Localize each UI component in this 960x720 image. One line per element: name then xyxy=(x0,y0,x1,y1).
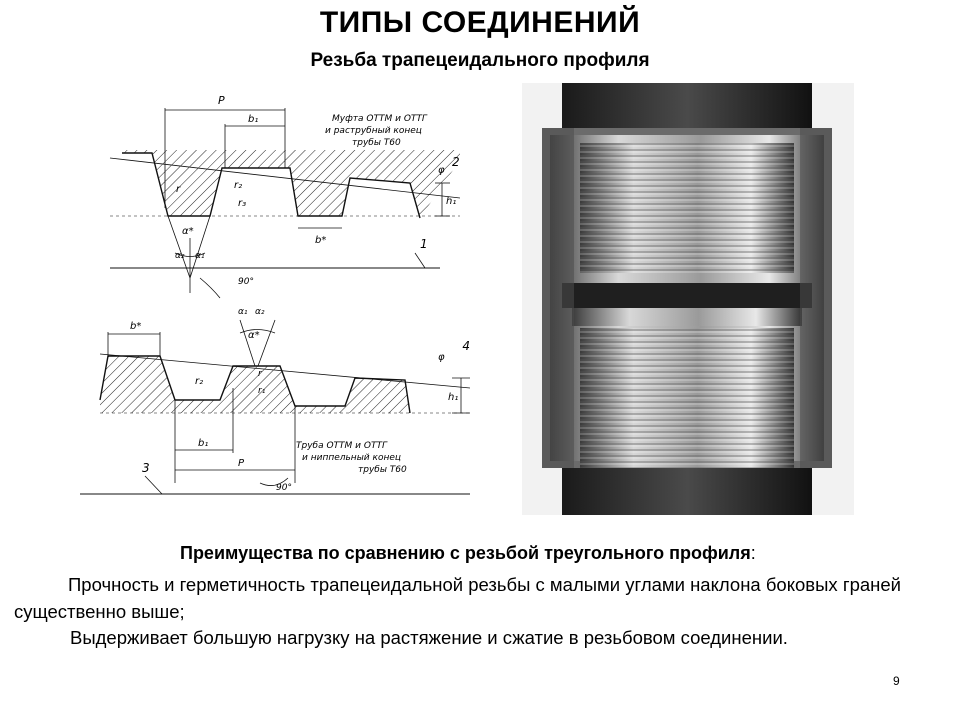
label-3: 3 xyxy=(142,461,150,475)
label-p-bottom: P xyxy=(238,458,245,469)
advantage-strength: Прочность и герметичность трапецеидально… xyxy=(14,574,901,622)
coupling-profile xyxy=(109,108,461,299)
label-alpha-bottom: α* xyxy=(248,330,260,341)
label-r2-top: r₂ xyxy=(234,180,242,191)
label-b1-bottom: b₁ xyxy=(198,438,208,449)
label-r2-bottom: r₂ xyxy=(195,376,203,387)
label-90-bottom: 90° xyxy=(276,483,292,493)
label-alpha-top: α* xyxy=(182,226,194,237)
top-note-line1: Муфта ОТТМ и ОТТГ xyxy=(332,114,428,124)
label-r3: r₃ xyxy=(238,198,246,209)
label-a1-bottom: α₁ xyxy=(238,307,248,317)
top-note-line2: и раструбный конец xyxy=(325,126,422,136)
label-a1-top: α₁ xyxy=(195,251,205,261)
label-h1-bottom: h₁ xyxy=(448,392,458,403)
label-b1-top: b₁ xyxy=(248,114,258,125)
label-phi-top: φ xyxy=(438,165,445,176)
bottom-note-line3: трубы Т60 xyxy=(358,465,407,475)
page-title: ТИПЫ СОЕДИНЕНИЙ xyxy=(319,6,641,39)
label-phi-bottom: φ xyxy=(438,352,445,363)
label-90-top: 90° xyxy=(238,277,254,287)
page-subtitle: Резьба трапецеидального профиля xyxy=(310,50,650,71)
thread-profile-drawing: P b₁ Муфта ОТТМ и ОТТГ и раструбный коне… xyxy=(80,94,471,495)
label-r1: r₁ xyxy=(258,386,266,396)
threaded-coupling-photo xyxy=(522,83,854,515)
label-1: 1 xyxy=(420,237,428,251)
label-r-bottom: r xyxy=(258,369,263,379)
label-h1-top: h₁ xyxy=(446,196,456,207)
top-note-line3: трубы Т60 xyxy=(352,138,401,148)
bottom-note-line1: Труба ОТТМ и ОТТГ xyxy=(296,441,388,451)
label-r: r xyxy=(176,184,181,195)
label-2: 2 xyxy=(452,155,460,169)
page-number: 9 xyxy=(893,674,900,688)
bottom-note-line2: и ниппельный конец xyxy=(302,453,401,463)
advantage-load: Выдерживает большую нагрузку на растяжен… xyxy=(70,627,788,648)
label-a2-bottom: α₂ xyxy=(255,307,265,317)
pipe-profile xyxy=(80,319,471,495)
label-p-top: P xyxy=(218,94,225,107)
label-bstar-bottom: b* xyxy=(130,321,141,332)
label-4: 4 xyxy=(462,339,470,353)
label-bstar-top: b* xyxy=(315,235,326,246)
advantages-heading: Преимущества по сравнению с резьбой треу… xyxy=(180,543,756,563)
label-a2-top: α₂ xyxy=(175,251,185,261)
